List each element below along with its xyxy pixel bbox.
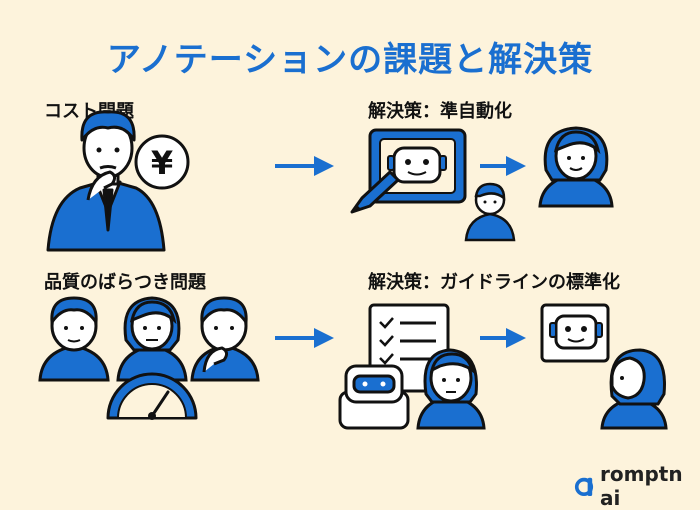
woman-icon xyxy=(416,348,486,430)
thinking-person-icon xyxy=(190,296,260,382)
person-icon xyxy=(38,296,110,382)
page-title: アノテーションの課題と解決策 xyxy=(106,40,594,80)
automation-solution-label: 解決策：準自動化 xyxy=(368,101,512,122)
woman-avatar-icon xyxy=(538,126,614,208)
yen-coin-icon: ¥ xyxy=(134,134,190,190)
romptn-logo-icon xyxy=(574,477,594,497)
small-person-icon xyxy=(464,182,516,242)
robot-screen-icon xyxy=(540,303,610,363)
gauge-icon xyxy=(106,372,198,420)
brand-logo: romptn ai xyxy=(574,462,700,510)
brand-name: romptn ai xyxy=(600,462,683,510)
pen-icon xyxy=(350,170,400,214)
guideline-solution-label: 解決策：ガイドラインの標準化 xyxy=(368,272,620,293)
businessman-icon xyxy=(46,110,166,252)
robot-icon xyxy=(338,364,410,430)
quality-problem-label: 品質のばらつき問題 xyxy=(44,272,206,293)
yen-symbol: ¥ xyxy=(151,144,173,182)
woman-profile-icon xyxy=(600,348,668,430)
person-icon xyxy=(116,296,188,382)
